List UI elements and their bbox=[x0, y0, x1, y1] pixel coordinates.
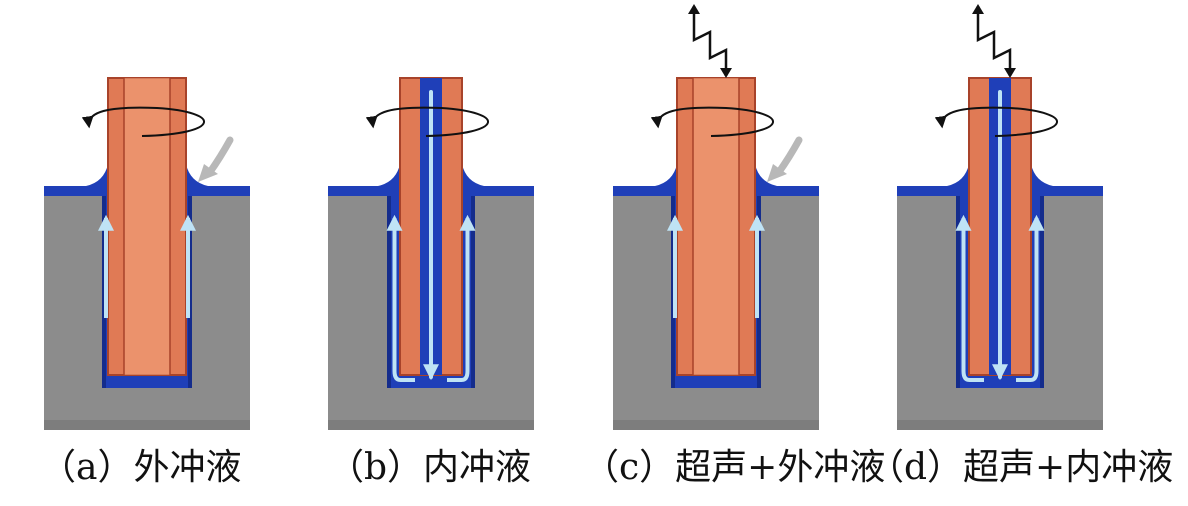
panel-a bbox=[44, 77, 250, 430]
inlet-arrow-shaft bbox=[775, 136, 803, 176]
hole-wall-right bbox=[471, 196, 475, 388]
hole-wall-left bbox=[956, 196, 960, 388]
caption-b: （b）内冲液 bbox=[328, 447, 532, 488]
flow-arrow-right bbox=[447, 214, 476, 382]
rotation-arrow bbox=[81, 106, 205, 137]
workpiece-shadow bbox=[897, 420, 1103, 430]
hole-wall-right bbox=[1040, 196, 1044, 388]
flow-arrow-left bbox=[955, 214, 984, 382]
rotation-arrow bbox=[650, 106, 774, 137]
inlet-arrow-head bbox=[767, 164, 787, 182]
caption-d: （d）超声+内冲液 bbox=[868, 447, 1174, 488]
workpiece-shadow bbox=[613, 420, 819, 430]
panel-b bbox=[328, 77, 534, 430]
caption-a: （a）外冲液 bbox=[40, 447, 242, 488]
inlet-arrow-shaft bbox=[206, 136, 234, 176]
inlet-arrow-head bbox=[198, 164, 218, 182]
ultrasonic-vibration-arrow bbox=[976, 6, 1012, 76]
workpiece-shadow bbox=[44, 420, 250, 430]
panel-c bbox=[613, 4, 819, 430]
ultrasonic-arrow-head-down bbox=[720, 68, 732, 78]
ultrasonic-arrow-head-down bbox=[1004, 68, 1016, 78]
ultrasonic-arrow-head-up bbox=[972, 4, 984, 14]
rotation-arrow bbox=[934, 106, 1058, 137]
ultrasonic-arrow-head-up bbox=[688, 4, 700, 14]
hole-wall-left bbox=[387, 196, 391, 388]
workpiece-shadow bbox=[328, 420, 534, 430]
ultrasonic-vibration-arrow bbox=[692, 6, 728, 76]
flow-arrow-left bbox=[386, 214, 415, 382]
rotation-arrow bbox=[365, 106, 489, 137]
panel-d bbox=[897, 4, 1103, 430]
electrode-highlight bbox=[124, 78, 170, 375]
flow-arrow-right bbox=[1016, 214, 1045, 382]
electrode-highlight bbox=[693, 78, 739, 375]
caption-c: （c）超声+外冲液 bbox=[583, 447, 886, 488]
